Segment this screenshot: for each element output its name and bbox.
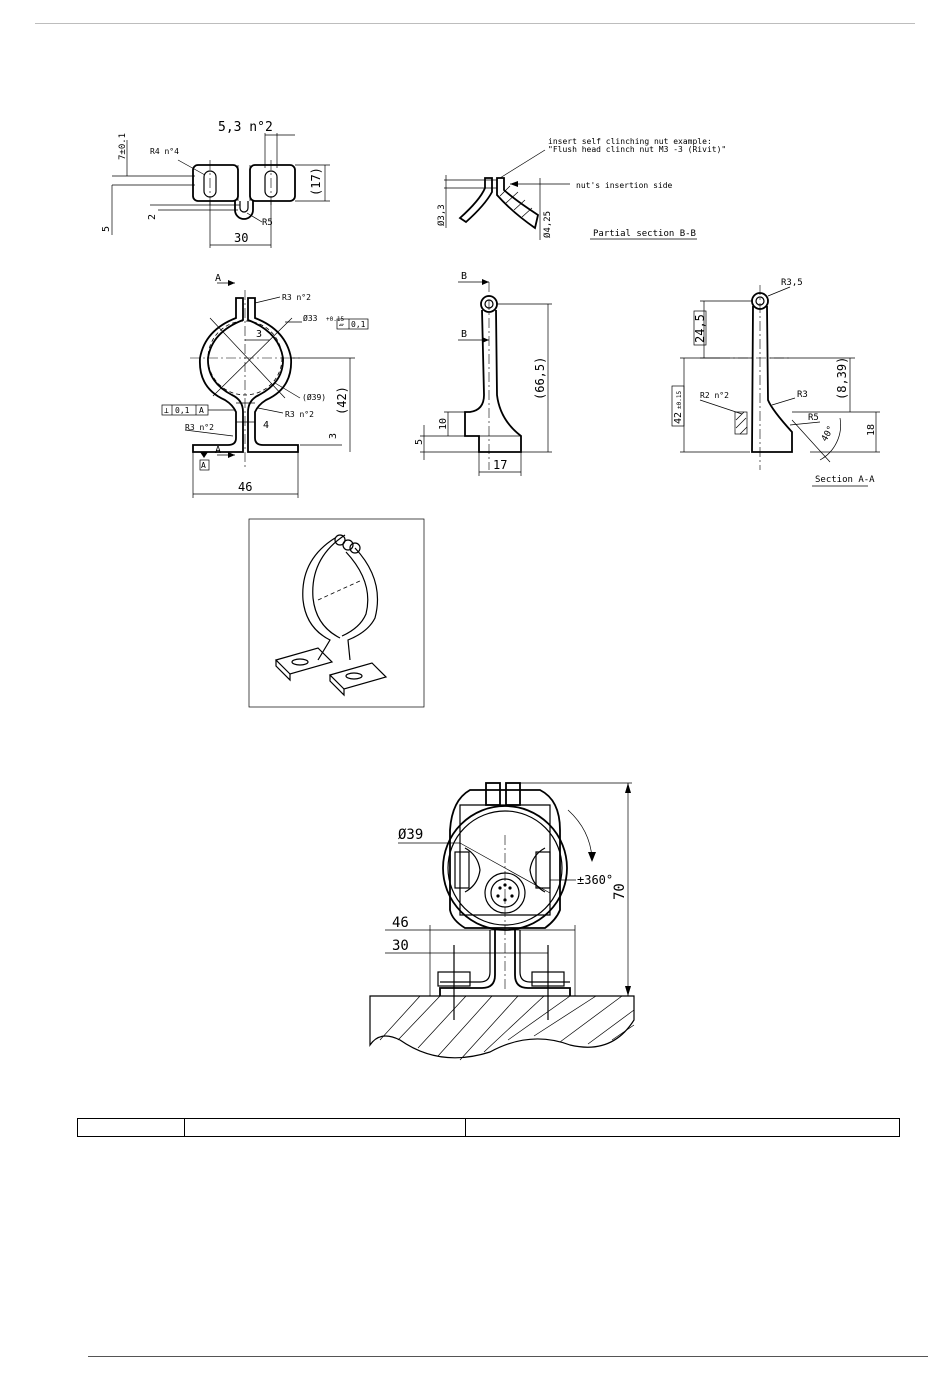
assembly-dia-39-label: Ø39	[398, 827, 423, 843]
dim-4-label: 4	[263, 420, 269, 431]
dim-42-label: 42	[673, 412, 684, 424]
perp-ref: A	[199, 406, 204, 415]
flatness-value: 0,1	[351, 320, 366, 329]
dia-39-label: (Ø39)	[302, 392, 326, 402]
dim-42-tol-label: ±0.15	[676, 391, 683, 409]
section-a-bottom-label: A	[215, 445, 221, 456]
footer-rule	[88, 1356, 928, 1357]
slot-dim-label: 5,3 n°2	[218, 120, 273, 135]
front-view: R3 n°2 A Ø33 +0.15 ▱ 0,1 3 (Ø39) (42) ⊥ …	[161, 273, 369, 498]
dim-10-label: 10	[438, 418, 449, 430]
assembly-width-46-label: 46	[392, 915, 409, 931]
footer-cell-2	[184, 1118, 466, 1137]
height-tol-label: 7±0.1	[118, 133, 128, 160]
width-30-label: 30	[234, 231, 248, 245]
radius-3-mid-label: R3 n°2	[285, 410, 314, 419]
note-line2: "Flush head clinch nut M3 -3 (Rivit)"	[548, 145, 726, 154]
radius-3-label: R3	[797, 390, 808, 400]
dim-5-label: 5	[101, 226, 112, 232]
insertion-side-label: nut's insertion side	[576, 181, 673, 190]
assembly-view: Ø39 ±360° 70 46 30	[369, 782, 635, 1061]
datum-a-label: A	[201, 461, 206, 470]
dim-5-label: 5	[414, 439, 425, 445]
height-42-label: (42)	[335, 386, 349, 415]
radius-5-label: R5	[262, 218, 273, 228]
radius-35-label: R3,5	[781, 278, 803, 288]
isometric-view	[248, 518, 425, 708]
side-view: B B (66,5) 10 5 17	[414, 271, 552, 476]
section-bb: Ø3,3 Ø4,25 nut's insertion side insert s…	[436, 137, 726, 240]
dim-245-label: 24,5	[693, 314, 707, 343]
height-70-label: 70	[612, 883, 628, 900]
section-aa: R3,5 24,5 42 ±0.15 (8,39) R2 n°2 R3 R5 1…	[671, 278, 880, 487]
radius-3-left-label: R3 n°2	[185, 423, 214, 432]
footer-table	[77, 1118, 900, 1137]
height-17-label: (17)	[309, 167, 323, 196]
assembly-width-30-label: 30	[392, 938, 409, 954]
rotation-label: ±360°	[577, 873, 613, 887]
dim-2-label: 2	[147, 214, 158, 220]
gap-3-label: 3	[256, 329, 262, 340]
dia-33-tol-label: +0.15	[326, 316, 344, 323]
section-a-top-label: A	[215, 273, 221, 284]
dia-425-label: Ø4,25	[542, 211, 553, 238]
width-46-label: 46	[238, 480, 252, 494]
footer-cell-3	[465, 1118, 900, 1137]
dia-33-label: Ø3,3	[436, 204, 447, 226]
section-b-mid-label: B	[461, 329, 467, 340]
dim-18-label: 18	[866, 424, 877, 436]
flatness-symbol: ▱	[339, 320, 344, 329]
note-line1: insert self clinching nut example:	[548, 137, 712, 146]
header-rule	[35, 23, 915, 24]
radius-2-label: R2 n°2	[700, 391, 729, 400]
section-aa-title: Section A-A	[815, 475, 875, 485]
dia-33-label: Ø33	[303, 313, 318, 323]
radius-5-label: R5	[808, 413, 819, 423]
dim-839-label: (8,39)	[835, 357, 849, 400]
top-view: 5,3 n°2 R4 n°4 (17) 7±0.1 5 2 R5 30	[101, 120, 330, 248]
height-665-label: (66,5)	[533, 357, 547, 400]
section-b-top-label: B	[461, 271, 467, 282]
dim-3b-label: 3	[328, 433, 339, 439]
angle-40-label: 40°	[820, 424, 837, 443]
radius-3-top-label: R3 n°2	[282, 293, 311, 302]
footer-cell-1	[77, 1118, 185, 1137]
perp-value: 0,1	[175, 406, 190, 415]
perp-symbol: ⊥	[164, 406, 169, 415]
width-17-label: 17	[493, 458, 507, 472]
section-bb-title: Partial section B-B	[593, 229, 696, 239]
radius-4-label: R4 n°4	[150, 147, 179, 156]
